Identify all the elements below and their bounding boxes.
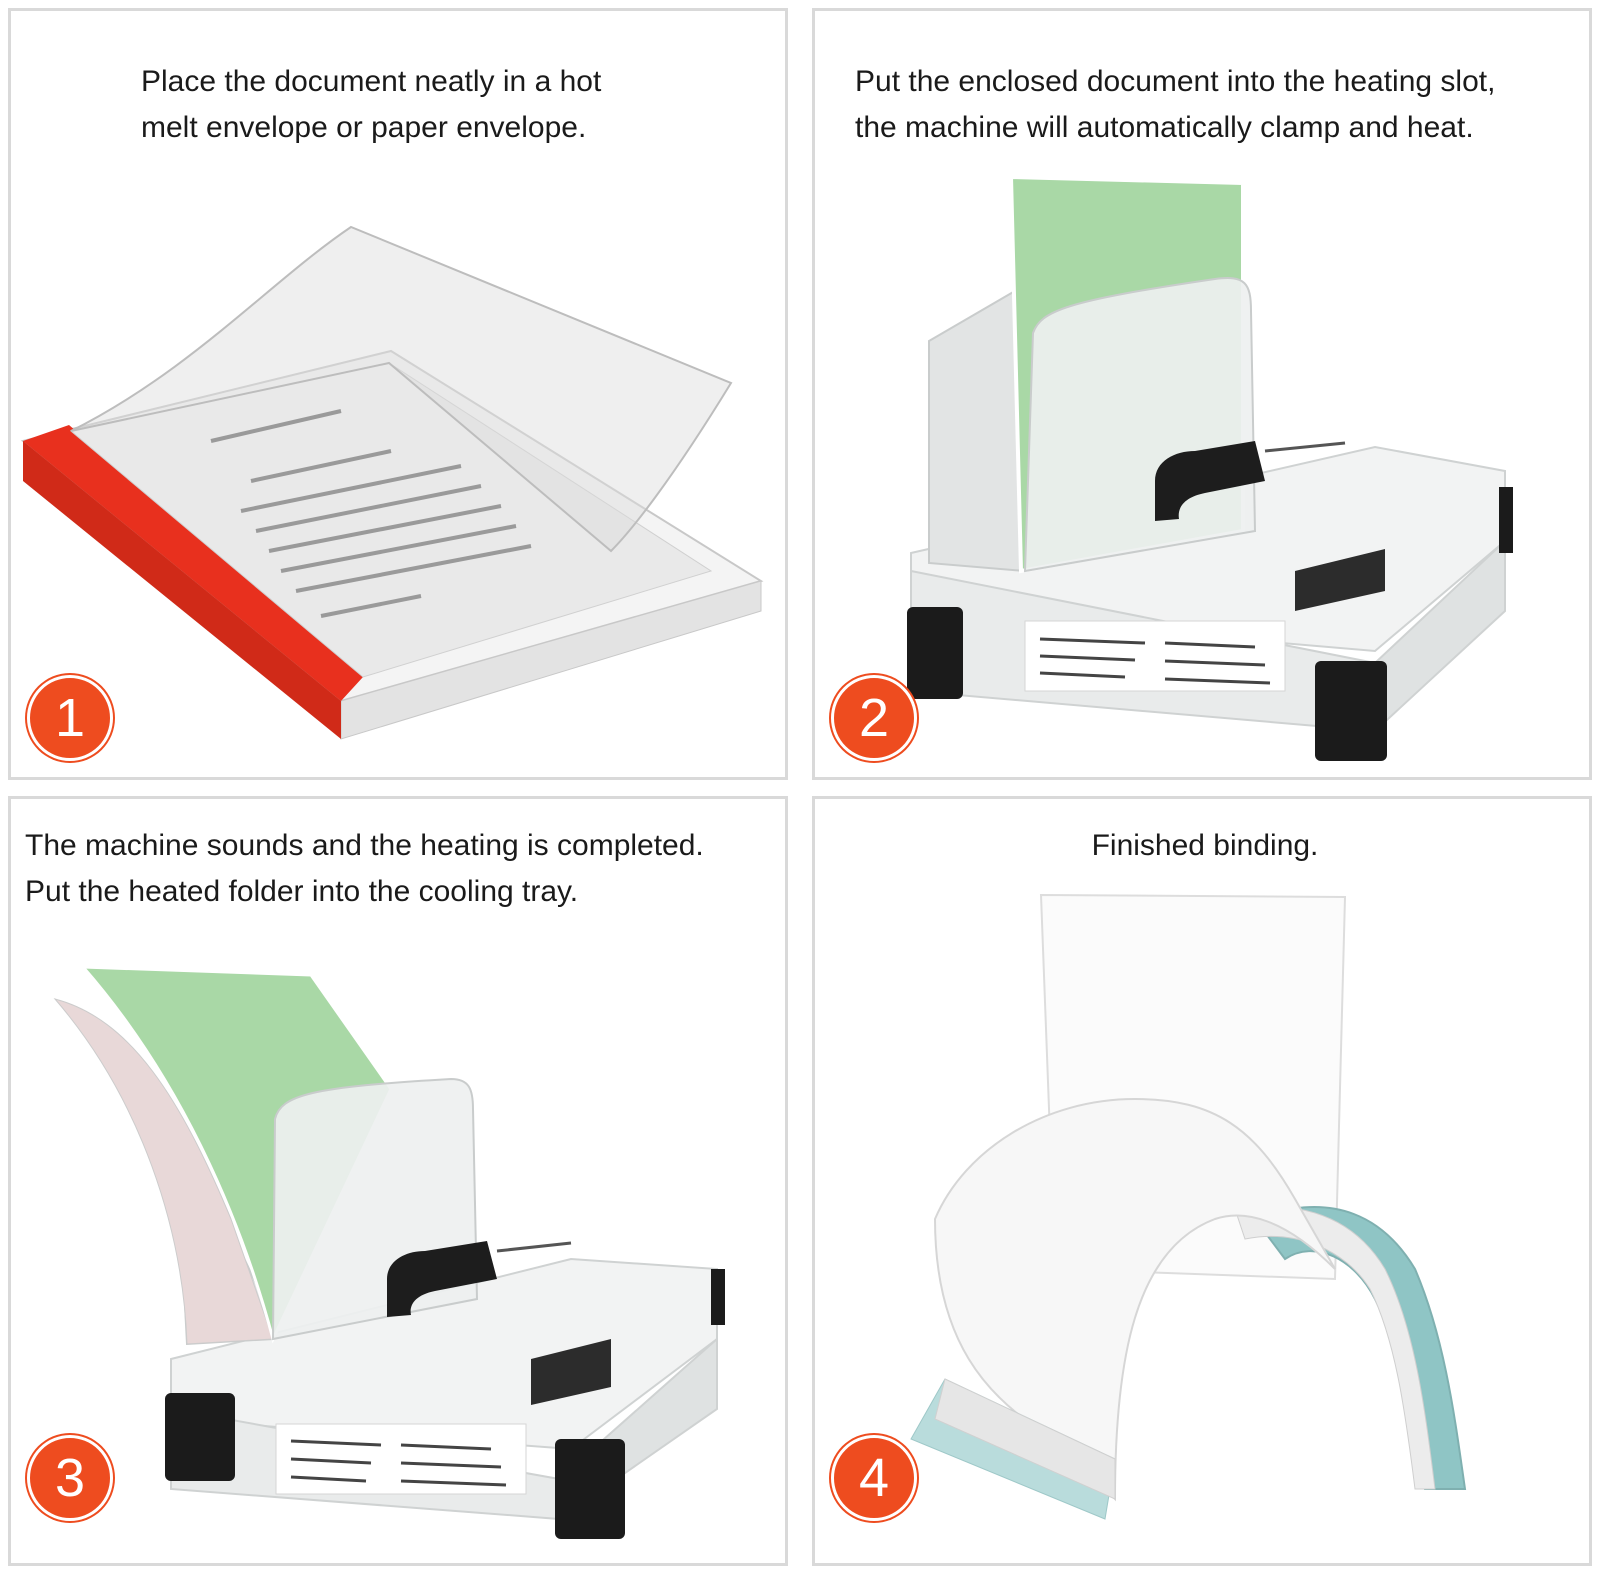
step-number-badge: 4 [831,1435,917,1521]
step-panel-3: The machine sounds and the heating is co… [8,796,788,1566]
step-caption: The machine sounds and the heating is co… [25,829,704,908]
step-caption: Place the document neatly in a hot melt … [141,65,602,144]
step-panel-4: Finished binding. 4 [812,796,1592,1566]
document-envelope-illustration [20,225,764,740]
step-number-badge: 1 [27,675,113,761]
binding-machine-illustration [907,174,1513,761]
binding-machine-illustration [53,965,725,1539]
step-panel-2: Put the enclosed document into the heati… [812,8,1592,780]
step-caption: Finished binding. [1091,829,1319,862]
step-number-badge: 2 [831,675,917,761]
step-panel-1: Place the document neatly in a hot melt … [8,8,788,780]
step-caption: Put the enclosed document into the heati… [855,65,1496,144]
bound-document-illustration [910,893,1467,1520]
step-number-badge: 3 [27,1435,113,1521]
